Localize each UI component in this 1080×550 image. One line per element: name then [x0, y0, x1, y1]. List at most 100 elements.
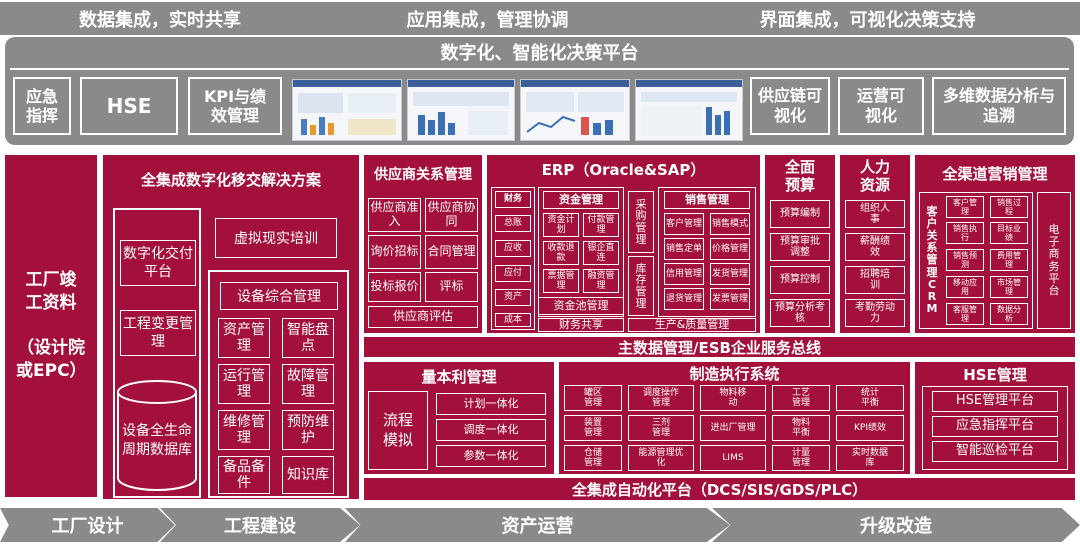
purchase-mgmt: 采购管理	[628, 191, 654, 253]
delivery-title: 全集成数字化移交解决方案	[140, 170, 321, 189]
master-data-esb-bar: 主数据管理/ESB企业服务总线	[364, 337, 1075, 357]
inventory-mgmt: 库存管理	[628, 256, 654, 316]
mes-cell: 仓储管理	[564, 445, 622, 471]
finance-cell: 应收	[495, 240, 531, 257]
srm-cell: 供应商准入	[368, 198, 421, 232]
fund-cell: 票据管理	[543, 269, 579, 293]
automation-platform-bar: 全集成自动化平台（DCS/SIS/GDS/PLC）	[364, 478, 1075, 500]
equip-cell: 运行管理	[218, 364, 270, 404]
sales-cell: 信用管理	[664, 263, 704, 285]
fund-cell: 银企直连	[583, 241, 619, 265]
mes-cell: 物料移动	[700, 385, 766, 411]
arrow-label: 资产运营	[501, 516, 574, 537]
sales-frame	[658, 187, 756, 317]
platform-item-supply-chain: 供应链可视化	[750, 77, 830, 135]
mes-cell: 物料平衡	[772, 415, 830, 441]
mes-cell: 计量管理	[772, 445, 830, 471]
item-label: KPI与绩效管理	[203, 86, 267, 125]
delivery-platform-box: 数字化交付平台	[120, 240, 196, 286]
platform-divider	[10, 68, 1069, 70]
equip-cell: 预防维护	[282, 410, 334, 450]
hse-title: HSE管理	[963, 365, 1027, 384]
profit-panel	[364, 362, 554, 474]
finance-cell: 应付	[495, 265, 531, 282]
sales-title: 销售管理	[664, 191, 750, 209]
mes-title: 制造执行系统	[689, 364, 780, 383]
fund-cell: 收款退款	[543, 241, 579, 265]
equip-cell: 故障管理	[282, 364, 334, 404]
crm-cell: 目标业绩	[990, 222, 1028, 244]
crm-cell: 费用管理	[990, 249, 1028, 271]
hr-cell: 招聘培训	[845, 266, 905, 294]
fund-title: 资金管理	[543, 191, 619, 209]
budget-title: 全面预算	[765, 156, 835, 196]
mes-cell: 工艺管理	[772, 385, 830, 411]
platform-item-hse: HSE	[80, 77, 178, 135]
arrow-label: 工程建设	[224, 516, 296, 537]
mes-cell: 实时数据库	[836, 445, 904, 471]
inventory-label: 库存管理	[635, 261, 647, 310]
sales-cell: 销售定单	[664, 238, 704, 260]
crm-cell: 销售过程	[990, 196, 1028, 218]
hr-title: 人力资源	[840, 156, 910, 196]
arrow-label: 界面集成，可视化决策支持	[759, 9, 976, 31]
crm-cell: 市场管理	[990, 276, 1028, 298]
equip-cell: 备品备件	[218, 456, 270, 494]
sales-cell: 退货管理	[664, 288, 704, 310]
purchase-label: 采购管理	[635, 197, 647, 246]
item-label: HSE	[106, 94, 152, 118]
crm-vertical-text: 客户关系管理CRM	[926, 205, 938, 315]
budget-cell: 预算控制	[770, 266, 830, 294]
fund-cell: 融资管理	[583, 269, 619, 293]
equip-cell: 智能盘点	[282, 318, 334, 358]
arrow-label: 工厂设计	[51, 516, 124, 537]
platform-item-emergency: 应急指挥	[13, 77, 71, 135]
mes-cell: LIMS	[700, 445, 766, 471]
crm-cell: 客服管理	[946, 303, 984, 325]
sales-cell: 客户管理	[664, 213, 704, 235]
budget-panel	[765, 155, 835, 333]
erp-title: ERP（Oracle&SAP）	[541, 160, 706, 179]
plant-completion-docs: 工厂竣工资料 （设计院或EPC）	[5, 155, 97, 497]
dashboard-thumbnail	[292, 79, 402, 141]
profit-cell: 计划一体化	[436, 393, 546, 415]
mes-cell: 罐区管理	[564, 385, 622, 411]
equipment-mgmt-title: 设备综合管理	[220, 282, 338, 310]
mes-cell: 能源管理优化	[628, 445, 694, 471]
engineering-change-box: 工程变更管理	[120, 310, 196, 356]
fund-frame	[538, 187, 624, 317]
vr-training-box: 虚拟现实培训	[215, 218, 337, 258]
crm-title: 全渠道营销管理	[942, 164, 1048, 183]
arrow-label: 升级改造	[860, 516, 932, 537]
crm-frame	[919, 192, 1033, 329]
hr-panel	[840, 155, 910, 333]
crm-cell: 移动应用	[946, 276, 984, 298]
hse-panel	[915, 362, 1075, 474]
mes-cell: 三剂管理	[628, 415, 694, 441]
equip-cell: 维修管理	[218, 410, 270, 450]
srm-cell: 评标	[425, 272, 478, 302]
mes-cell: KPI绩效	[836, 415, 904, 441]
crm-cell: 客户管理	[946, 196, 984, 218]
top-arrow-app-integration: 应用集成，管理协调	[290, 2, 685, 35]
finance-cell: 资产	[495, 289, 531, 306]
budget-title-text: 全面预算	[784, 158, 815, 194]
crm-cell: 数据分析	[990, 303, 1028, 325]
hse-cell: HSE管理平台	[932, 391, 1058, 412]
item-label: 供应链可视化	[757, 86, 822, 125]
budget-cell: 预算编制	[770, 200, 830, 228]
bottom-arrow-upgrade: 升级改造	[712, 508, 1080, 542]
item-label: 运营可视化	[856, 86, 905, 125]
dashboard-thumbnail	[635, 79, 743, 141]
profit-cell: 调度一体化	[436, 419, 546, 441]
mes-cell: 装置管理	[564, 415, 622, 441]
dashboard-thumbnail	[520, 79, 630, 141]
bottom-arrow-construction: 工程建设	[160, 508, 360, 542]
production-quality: 生产&质量管理	[628, 318, 756, 332]
crm-cell: 销售执行	[946, 222, 984, 244]
fund-cell: 资金计划	[543, 213, 579, 237]
equip-cell: 资产管理	[218, 318, 270, 358]
finance-shared: 财务共享	[538, 318, 624, 332]
crm-vertical-title: 客户关系管理CRM	[921, 194, 943, 327]
docs-source: （设计院或EPC）	[16, 338, 87, 381]
